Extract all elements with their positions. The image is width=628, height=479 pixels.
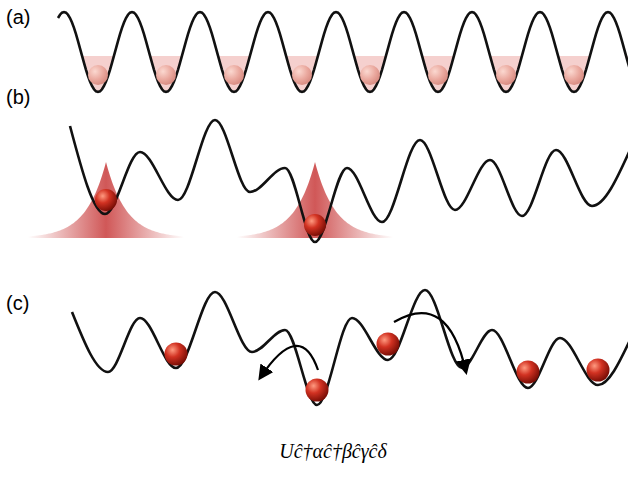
- interaction-term: Uĉ†αĉ†βĉγĉδ: [279, 440, 387, 462]
- panel-label: (b): [6, 86, 30, 108]
- periodic-lattice: [58, 12, 628, 92]
- well-filling: [58, 56, 628, 92]
- atom: [224, 65, 244, 85]
- atom: [165, 343, 188, 366]
- atom: [292, 65, 312, 85]
- atom: [428, 65, 448, 85]
- atom: [564, 65, 584, 85]
- disordered-lattice-localized: [28, 120, 628, 242]
- atom: [377, 333, 400, 356]
- atom: [156, 65, 176, 85]
- atom: [304, 214, 326, 236]
- disordered-lattice-interacting: [72, 290, 628, 405]
- hopping-arrow: [260, 346, 318, 378]
- atom: [496, 65, 516, 85]
- atom: [88, 65, 108, 85]
- potential-curve: [70, 120, 628, 242]
- hopping-arrow: [394, 313, 466, 372]
- localized-wavefunction: [28, 162, 184, 238]
- potential-curve: [72, 290, 628, 405]
- panel-label: (c): [6, 292, 29, 314]
- potential-curve: [58, 12, 628, 92]
- atom: [95, 189, 117, 211]
- localized-wavefunction: [237, 162, 393, 238]
- panel-label: (a): [6, 6, 30, 28]
- atom: [306, 379, 329, 402]
- atom: [587, 359, 610, 382]
- atom: [360, 65, 380, 85]
- atom: [517, 361, 540, 384]
